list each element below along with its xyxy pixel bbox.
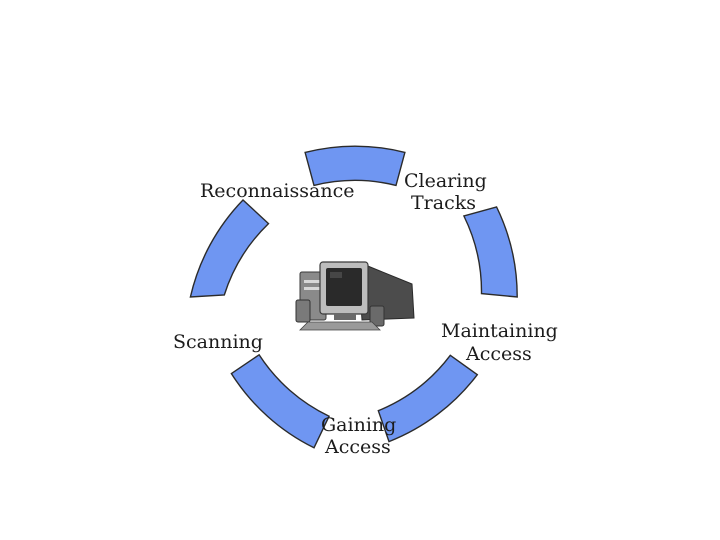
computer-icon (295, 261, 415, 331)
arc-segment-lower-left (230, 353, 331, 449)
speaker-right (369, 305, 385, 327)
phase-label-maintaining-access-line2: Access (465, 343, 532, 365)
cycle-ring (189, 145, 518, 449)
phase-label-gaining-access-line1: Gaining (321, 414, 396, 436)
phase-label-reconnaissance: Reconnaissance (200, 180, 354, 202)
phase-label-clearing-tracks-line1: Clearing (404, 170, 487, 192)
arc-segment-upper-left (189, 199, 270, 298)
arc-segment-lower-right (377, 354, 479, 443)
phase-label-gaining-access-line2: Access (324, 436, 391, 458)
phase-label-clearing-tracks-line2: Tracks (411, 192, 476, 214)
speaker-left (295, 299, 311, 323)
arc-segment-upper-right (462, 206, 518, 298)
phase-label-scanning: Scanning (173, 331, 263, 353)
phase-labels: Reconnaissance Clearing Tracks Maintaini… (173, 170, 558, 458)
arc-segment-top (304, 145, 406, 187)
phase-label-maintaining-access-line1: Maintaining (441, 320, 558, 342)
